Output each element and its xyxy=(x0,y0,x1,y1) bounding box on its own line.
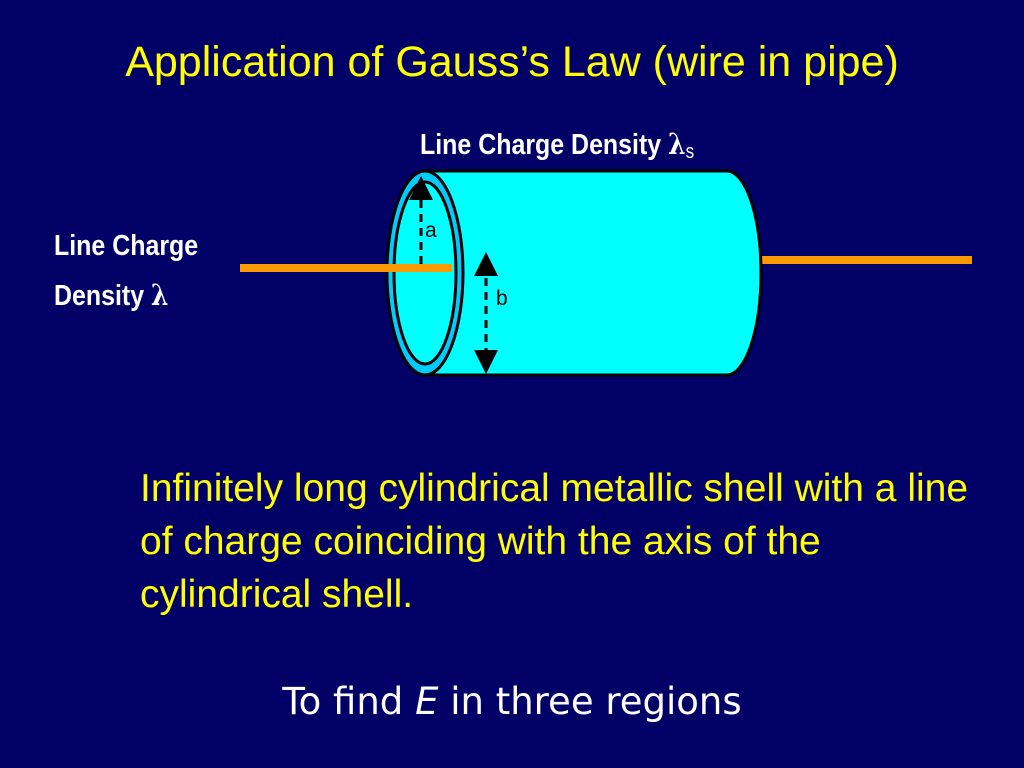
radius-a-label: a xyxy=(425,219,437,242)
cylinder-body xyxy=(423,169,763,377)
subtitle: To find E in three regions xyxy=(0,677,1024,727)
cylinder-end-inner-ring xyxy=(392,180,458,366)
subtitle-before: To find xyxy=(282,680,416,723)
line-charge-density-text: Density xyxy=(54,280,152,312)
line-charge-label-line2: Density λ xyxy=(54,277,169,314)
slide-title: Application of Gauss’s Law (wire in pipe… xyxy=(125,38,899,86)
description-paragraph: Infinitely long cylindrical metallic she… xyxy=(140,467,969,616)
line-charge-label-line1: Line Charge xyxy=(54,230,199,262)
lambda-subscript: s xyxy=(685,141,695,163)
lambda-symbol: λ xyxy=(151,278,169,312)
shell-charge-density-label: Line Charge Density λs xyxy=(420,126,694,170)
radius-b-label: b xyxy=(496,287,508,310)
shell-charge-density-text: Line Charge Density xyxy=(420,129,669,161)
lambda-symbol: λ xyxy=(668,127,686,161)
subtitle-after: in three regions xyxy=(438,680,742,723)
subtitle-variable: E xyxy=(415,680,439,723)
